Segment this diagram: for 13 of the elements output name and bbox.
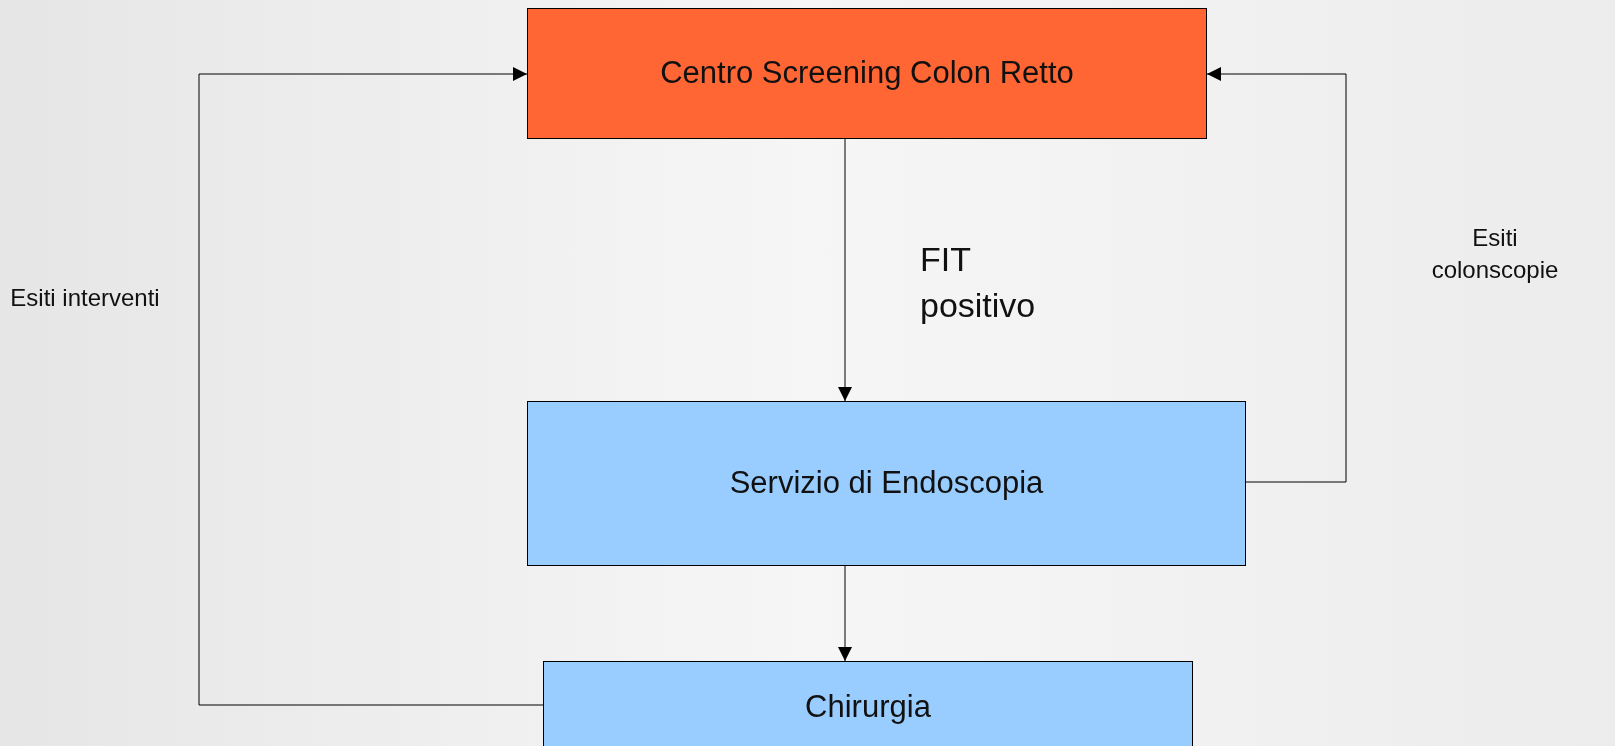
arrow xyxy=(838,138,852,402)
process-box xyxy=(527,401,1246,566)
edge-label: FIT positivo xyxy=(920,239,1037,326)
edge-label: Esiti interventi xyxy=(10,283,160,313)
process-box xyxy=(527,8,1207,139)
arrow xyxy=(838,565,852,662)
process-box xyxy=(543,661,1193,746)
edge-label: Esiti colonscopie xyxy=(1430,223,1560,285)
box-label: Chirurgia xyxy=(805,688,931,726)
arrow xyxy=(1206,67,1347,483)
arrow xyxy=(198,67,544,706)
box-label: Centro Screening Colon Retto xyxy=(660,54,1074,93)
box-label: Servizio di Endoscopia xyxy=(729,464,1044,503)
